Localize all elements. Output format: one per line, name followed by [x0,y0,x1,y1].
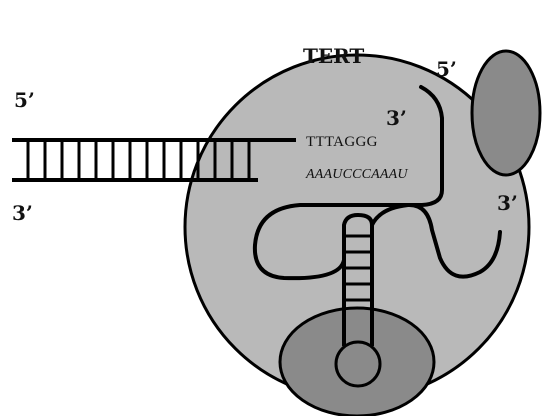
rna-template-sequence: AAAUCCCAAAU [305,167,408,182]
rna-5-prime-label: 5’ [436,57,457,81]
dna-overhang-3-prime-label: 3’ [386,106,407,130]
protein-label: TERT [303,44,364,68]
dna-bottom-3-prime-label: 3’ [12,201,33,225]
rna-stem-pairs [344,234,372,302]
rna-3-prime-label: 3’ [497,191,518,215]
rna-hairpin-connector [342,312,374,346]
dna-duplex [12,138,296,182]
accessory-subunit-upper [470,49,542,177]
rna-hairpin-loop [334,340,382,388]
dna-base-pairs [26,140,251,180]
dna-top-5-prime-label: 5’ [14,88,35,112]
dna-overhang-sequence: TTTAGGG [306,134,378,150]
